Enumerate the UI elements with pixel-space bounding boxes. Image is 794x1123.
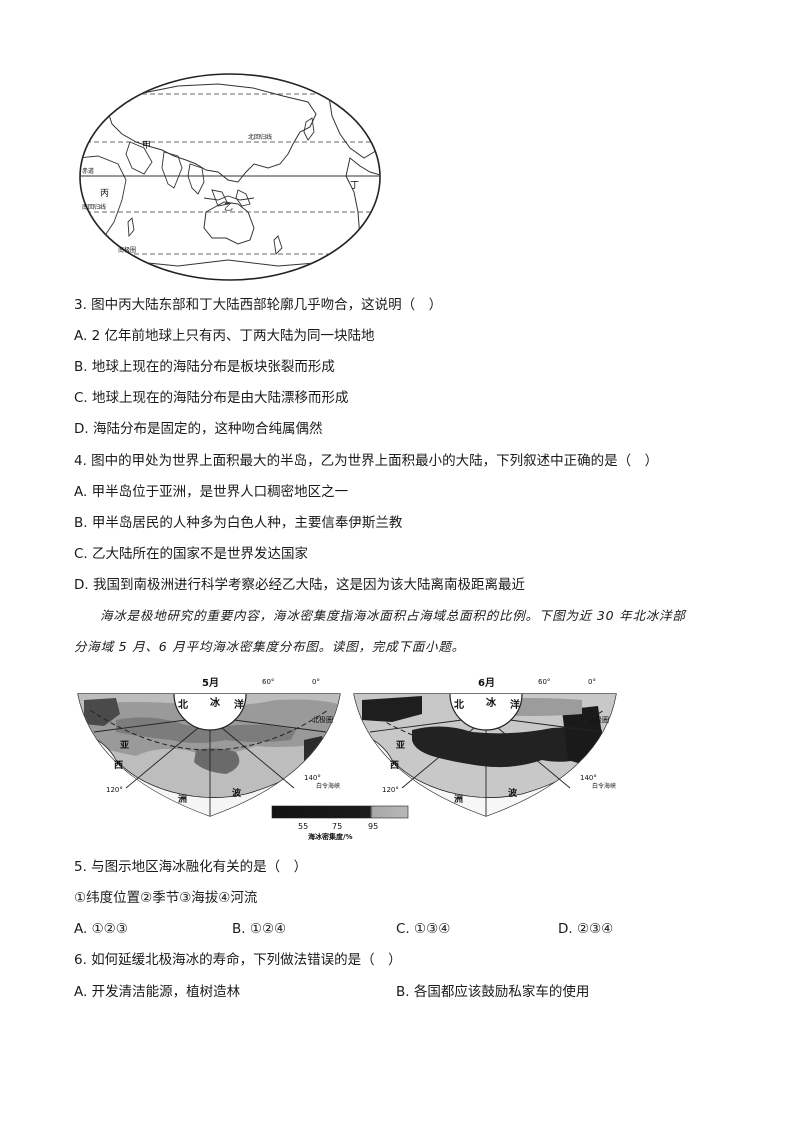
q6-option-b: B. 各国都应该鼓励私家车的使用 — [396, 984, 590, 1000]
june-label-bering: 白令海峡 — [592, 782, 616, 790]
q3-option-d: D. 海陆分布是固定的，这种吻合纯属偶然 — [74, 421, 323, 437]
q4-option-d: D. 我国到南极洲进行科学考察必经乙大陆，这是因为该大陆离南极距离最近 — [74, 577, 525, 593]
q6-stem: 6. 如何延缓北极海冰的寿命，下列做法错误的是（ ） — [74, 952, 402, 968]
q5-option-c: C. ①③④ — [396, 921, 451, 937]
legend-tick-95: 95 — [368, 822, 378, 831]
q4-option-a: A. 甲半岛位于亚洲，是世界人口稠密地区之一 — [74, 484, 349, 500]
may-label-zhou: 洲 — [178, 794, 187, 805]
q3-option-c: C. 地球上现在的海陆分布是由大陆漂移而形成 — [74, 390, 349, 406]
q6-option-a: A. 开发清洁能源，植树造林 — [74, 984, 241, 1000]
q5-stem: 5. 与图示地区海冰融化有关的是（ ） — [74, 859, 308, 875]
sea-ice-map-may: 5月 北 冰 洋 60° 0° 120° 140° 北极圈 白令海峡 亚 西 洲… — [77, 677, 341, 817]
label-antarctic-circle: 南极圈 — [118, 246, 136, 254]
june-label-bing: 冰 — [486, 696, 497, 709]
label-tropic-south: 南回归线 — [82, 203, 106, 211]
june-lon-0: 0° — [588, 678, 596, 686]
june-label-ya: 亚 — [396, 740, 405, 751]
june-label-yang: 洋 — [510, 698, 520, 711]
june-label-north: 北 — [454, 698, 464, 711]
q3-option-b: B. 地球上现在的海陆分布是板块张裂而形成 — [74, 359, 335, 375]
may-label-bing: 冰 — [210, 696, 221, 709]
intro-line-2: 分海域 5 月、6 月平均海冰密集度分布图。读图，完成下面小题。 — [74, 639, 465, 654]
label-ding: 丁 — [350, 181, 359, 191]
legend-title: 海冰密集度/% — [308, 832, 353, 840]
q5-option-a: A. ①②③ — [74, 921, 128, 937]
label-yi: 乙 — [224, 202, 233, 213]
may-month: 5月 — [202, 677, 219, 689]
june-label-zhou: 洲 — [454, 794, 463, 805]
ice-density-legend: 55 75 95 海冰密集度/% — [271, 805, 409, 840]
may-lon-0: 0° — [312, 678, 320, 686]
label-tropic-north: 北回归线 — [248, 133, 272, 141]
q4-option-b: B. 甲半岛居民的人种多为白色人种，主要信奉伊斯兰教 — [74, 515, 403, 531]
may-label-bering: 白令海峡 — [316, 782, 340, 790]
may-lon-60: 60° — [262, 678, 274, 686]
may-lon-140: 140° — [304, 774, 321, 782]
sea-ice-map-june: 6月 北 冰 洋 60° 0° 120° 140° 北极圈 白令海峡 亚 西 洲… — [353, 677, 617, 817]
legend-colorbar — [271, 805, 409, 819]
intro-line-1: 海冰是极地研究的重要内容，海冰密集度指海冰面积占海域总面积的比例。下图为近 30… — [100, 608, 686, 623]
label-equator: 赤道 — [82, 167, 94, 175]
june-lon-120: 120° — [382, 786, 399, 794]
may-label-xi: 西 — [114, 760, 123, 771]
q3-option-a: A. 2 亿年前地球上只有丙、丁两大陆为同一块陆地 — [74, 328, 375, 344]
june-month: 6月 — [478, 677, 495, 689]
q3-stem: 3. 图中丙大陆东部和丁大陆西部轮廓几乎吻合，这说明（ ） — [74, 297, 443, 313]
may-label-arctic-circle: 北极圈 — [312, 715, 333, 724]
may-label-yang: 洋 — [234, 698, 244, 711]
world-map: 甲 丙 乙 丁 北回归线 赤道 南回归线 南极圈 — [79, 73, 381, 281]
june-label-xi: 西 — [390, 760, 399, 771]
q5-option-d: D. ②③④ — [558, 921, 614, 937]
june-lon-140: 140° — [580, 774, 597, 782]
q4-stem: 4. 图中的甲处为世界上面积最大的半岛，乙为世界上面积最小的大陆，下列叙述中正确… — [74, 453, 659, 469]
june-label-bo: 波 — [508, 787, 518, 799]
q5-factors: ①纬度位置②季节③海拔④河流 — [74, 890, 258, 906]
q4-option-c: C. 乙大陆所在的国家不是世界发达国家 — [74, 546, 309, 562]
legend-tick-55: 55 — [298, 822, 308, 831]
may-label-north: 北 — [178, 698, 188, 711]
may-label-ya: 亚 — [120, 740, 129, 751]
label-jia: 甲 — [142, 140, 151, 151]
june-label-arctic-circle: 北极圈 — [588, 715, 609, 724]
may-lon-120: 120° — [106, 786, 123, 794]
may-label-bo: 波 — [232, 787, 242, 799]
label-bing: 丙 — [100, 188, 109, 199]
legend-tick-75: 75 — [332, 822, 342, 831]
q5-option-b: B. ①②④ — [232, 921, 287, 937]
june-lon-60: 60° — [538, 678, 550, 686]
